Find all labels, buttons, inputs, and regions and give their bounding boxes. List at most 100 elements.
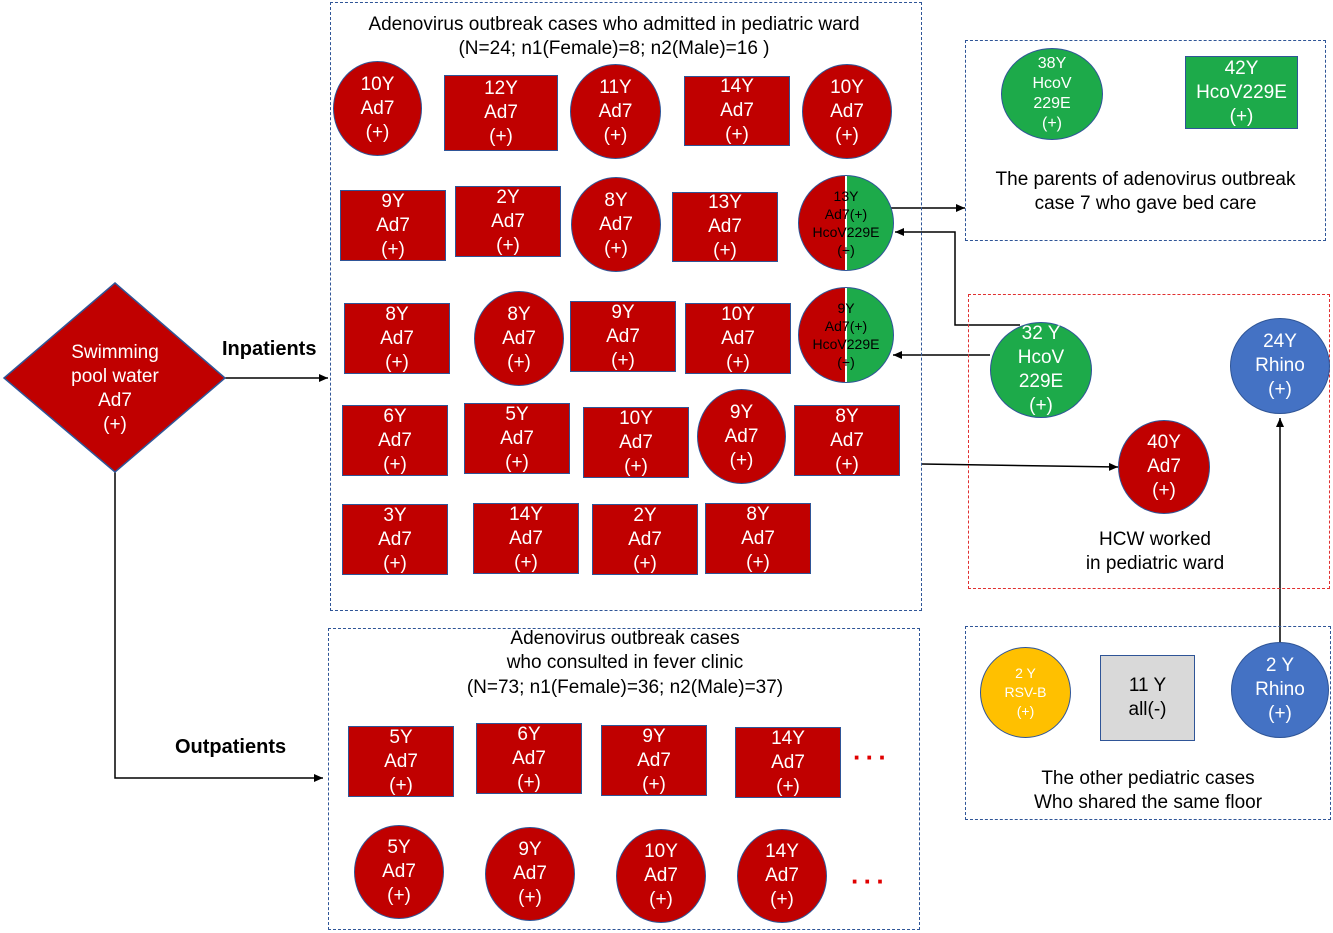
node-text: (+) — [726, 351, 750, 373]
node-text: Rhino — [1255, 679, 1305, 700]
node-text: Ad7 — [599, 213, 633, 235]
node-text: 14Y — [720, 76, 754, 97]
inpatient-box — [330, 2, 922, 611]
node-text: (+) — [518, 887, 542, 908]
other-caption-1: The other pediatric cases — [1041, 768, 1255, 789]
node-text: 9Y — [729, 401, 754, 423]
node-text: (+) — [837, 242, 855, 258]
outpatient-more-row2: ··· — [851, 866, 889, 896]
node-text: 38Y — [1037, 55, 1067, 72]
node-text: (+) — [1268, 379, 1292, 400]
node-text: 42Y — [1224, 57, 1259, 79]
node-text: 14Y — [509, 503, 543, 525]
node-text: Ad7 — [720, 100, 754, 121]
inpatient-title-2: (N=24; n1(Female)=8; n2(Male)=16 ) — [458, 38, 770, 59]
node-text: Ad7 — [598, 100, 633, 122]
source-line2: pool water — [71, 366, 159, 387]
node-text: 10Y — [360, 73, 395, 95]
arrow-inpatients-to-hcw40 — [921, 462, 1119, 471]
node-text: 9Y — [611, 301, 635, 323]
node-text: 40Y — [1147, 432, 1181, 453]
node-text: (+) — [381, 238, 405, 260]
node-text: (+) — [725, 124, 749, 145]
node-text: 10Y — [721, 303, 755, 325]
node-text: (+) — [1029, 395, 1053, 416]
node-text: 8Y — [385, 303, 409, 325]
node-text: (+) — [649, 889, 673, 910]
node-text: (+) — [514, 551, 538, 573]
node-text: (+) — [505, 451, 529, 473]
node-text: Ad7 — [500, 427, 534, 449]
node-text: 229E — [1018, 371, 1064, 392]
outpatient-box — [328, 628, 920, 930]
node-text: 11 Y — [1128, 675, 1167, 696]
node-text: (+) — [835, 453, 859, 475]
hcw-box — [968, 294, 1330, 589]
node-text: (+) — [383, 453, 407, 475]
node-text: Ad7 — [380, 327, 414, 349]
node-text: 8Y — [604, 189, 628, 211]
node-text: Ad7 — [384, 750, 418, 772]
node-text: (+) — [604, 237, 628, 259]
node-text: Ad7 — [512, 747, 546, 769]
outpatients-label: Outpatients — [175, 736, 287, 758]
node-text: Ad7 — [360, 97, 395, 119]
node-text: 12Y — [484, 78, 518, 99]
node-text: 6Y — [517, 723, 541, 745]
node-text: 229E — [1033, 95, 1071, 112]
node-text: HcoV229E — [812, 336, 880, 352]
node-text: Ad7 — [765, 865, 799, 886]
outpatient-more-row1: ··· — [853, 742, 891, 772]
node-text: (+) — [1016, 703, 1035, 719]
source-text: Swimming pool water Ad7 (+) — [45, 341, 185, 437]
node-text: 9Y — [518, 839, 542, 860]
node-text: (+) — [489, 126, 513, 147]
node-text: 14Y — [771, 727, 805, 749]
node-text: (+) — [770, 889, 794, 910]
node-text: 11Y — [599, 76, 632, 98]
outpatient-title-3: (N=73; n1(Female)=36; n2(Male)=37) — [466, 677, 784, 698]
node-text: Ad7 — [637, 749, 671, 771]
node-text: (+) — [517, 771, 541, 793]
node-text: HcoV229E — [812, 224, 880, 240]
hcw-node: 40Y Ad7 (+) — [1118, 420, 1210, 514]
node-text: Ad7 — [1147, 456, 1181, 477]
node-text: 2Y — [496, 186, 520, 208]
node-text: 24Y — [1263, 331, 1297, 352]
node-text: Ad7 — [376, 214, 410, 236]
arrow-hcw32-to-case7 — [895, 228, 1020, 326]
node-text: (+) — [389, 774, 413, 796]
node-text: 5Y — [387, 837, 411, 858]
outpatient-node: 14Y Ad7 (+) — [737, 829, 827, 923]
node-text: 14Y — [765, 841, 799, 862]
node-text: (+) — [713, 240, 737, 261]
node-text: 8Y — [746, 503, 770, 525]
node-text: (+) — [1229, 105, 1254, 127]
node-text: RSV-B — [1004, 684, 1047, 700]
node-text: (+) — [603, 124, 628, 146]
node-text: (+) — [1152, 480, 1176, 501]
node-text: Ad7 — [382, 861, 416, 882]
other-caption-2: Who shared the same floor — [1033, 792, 1263, 813]
node-text: (+) — [835, 124, 859, 146]
node-text: Ad7 — [628, 528, 662, 550]
node-text: (+) — [385, 351, 409, 373]
node-text: 2Y — [633, 504, 657, 526]
